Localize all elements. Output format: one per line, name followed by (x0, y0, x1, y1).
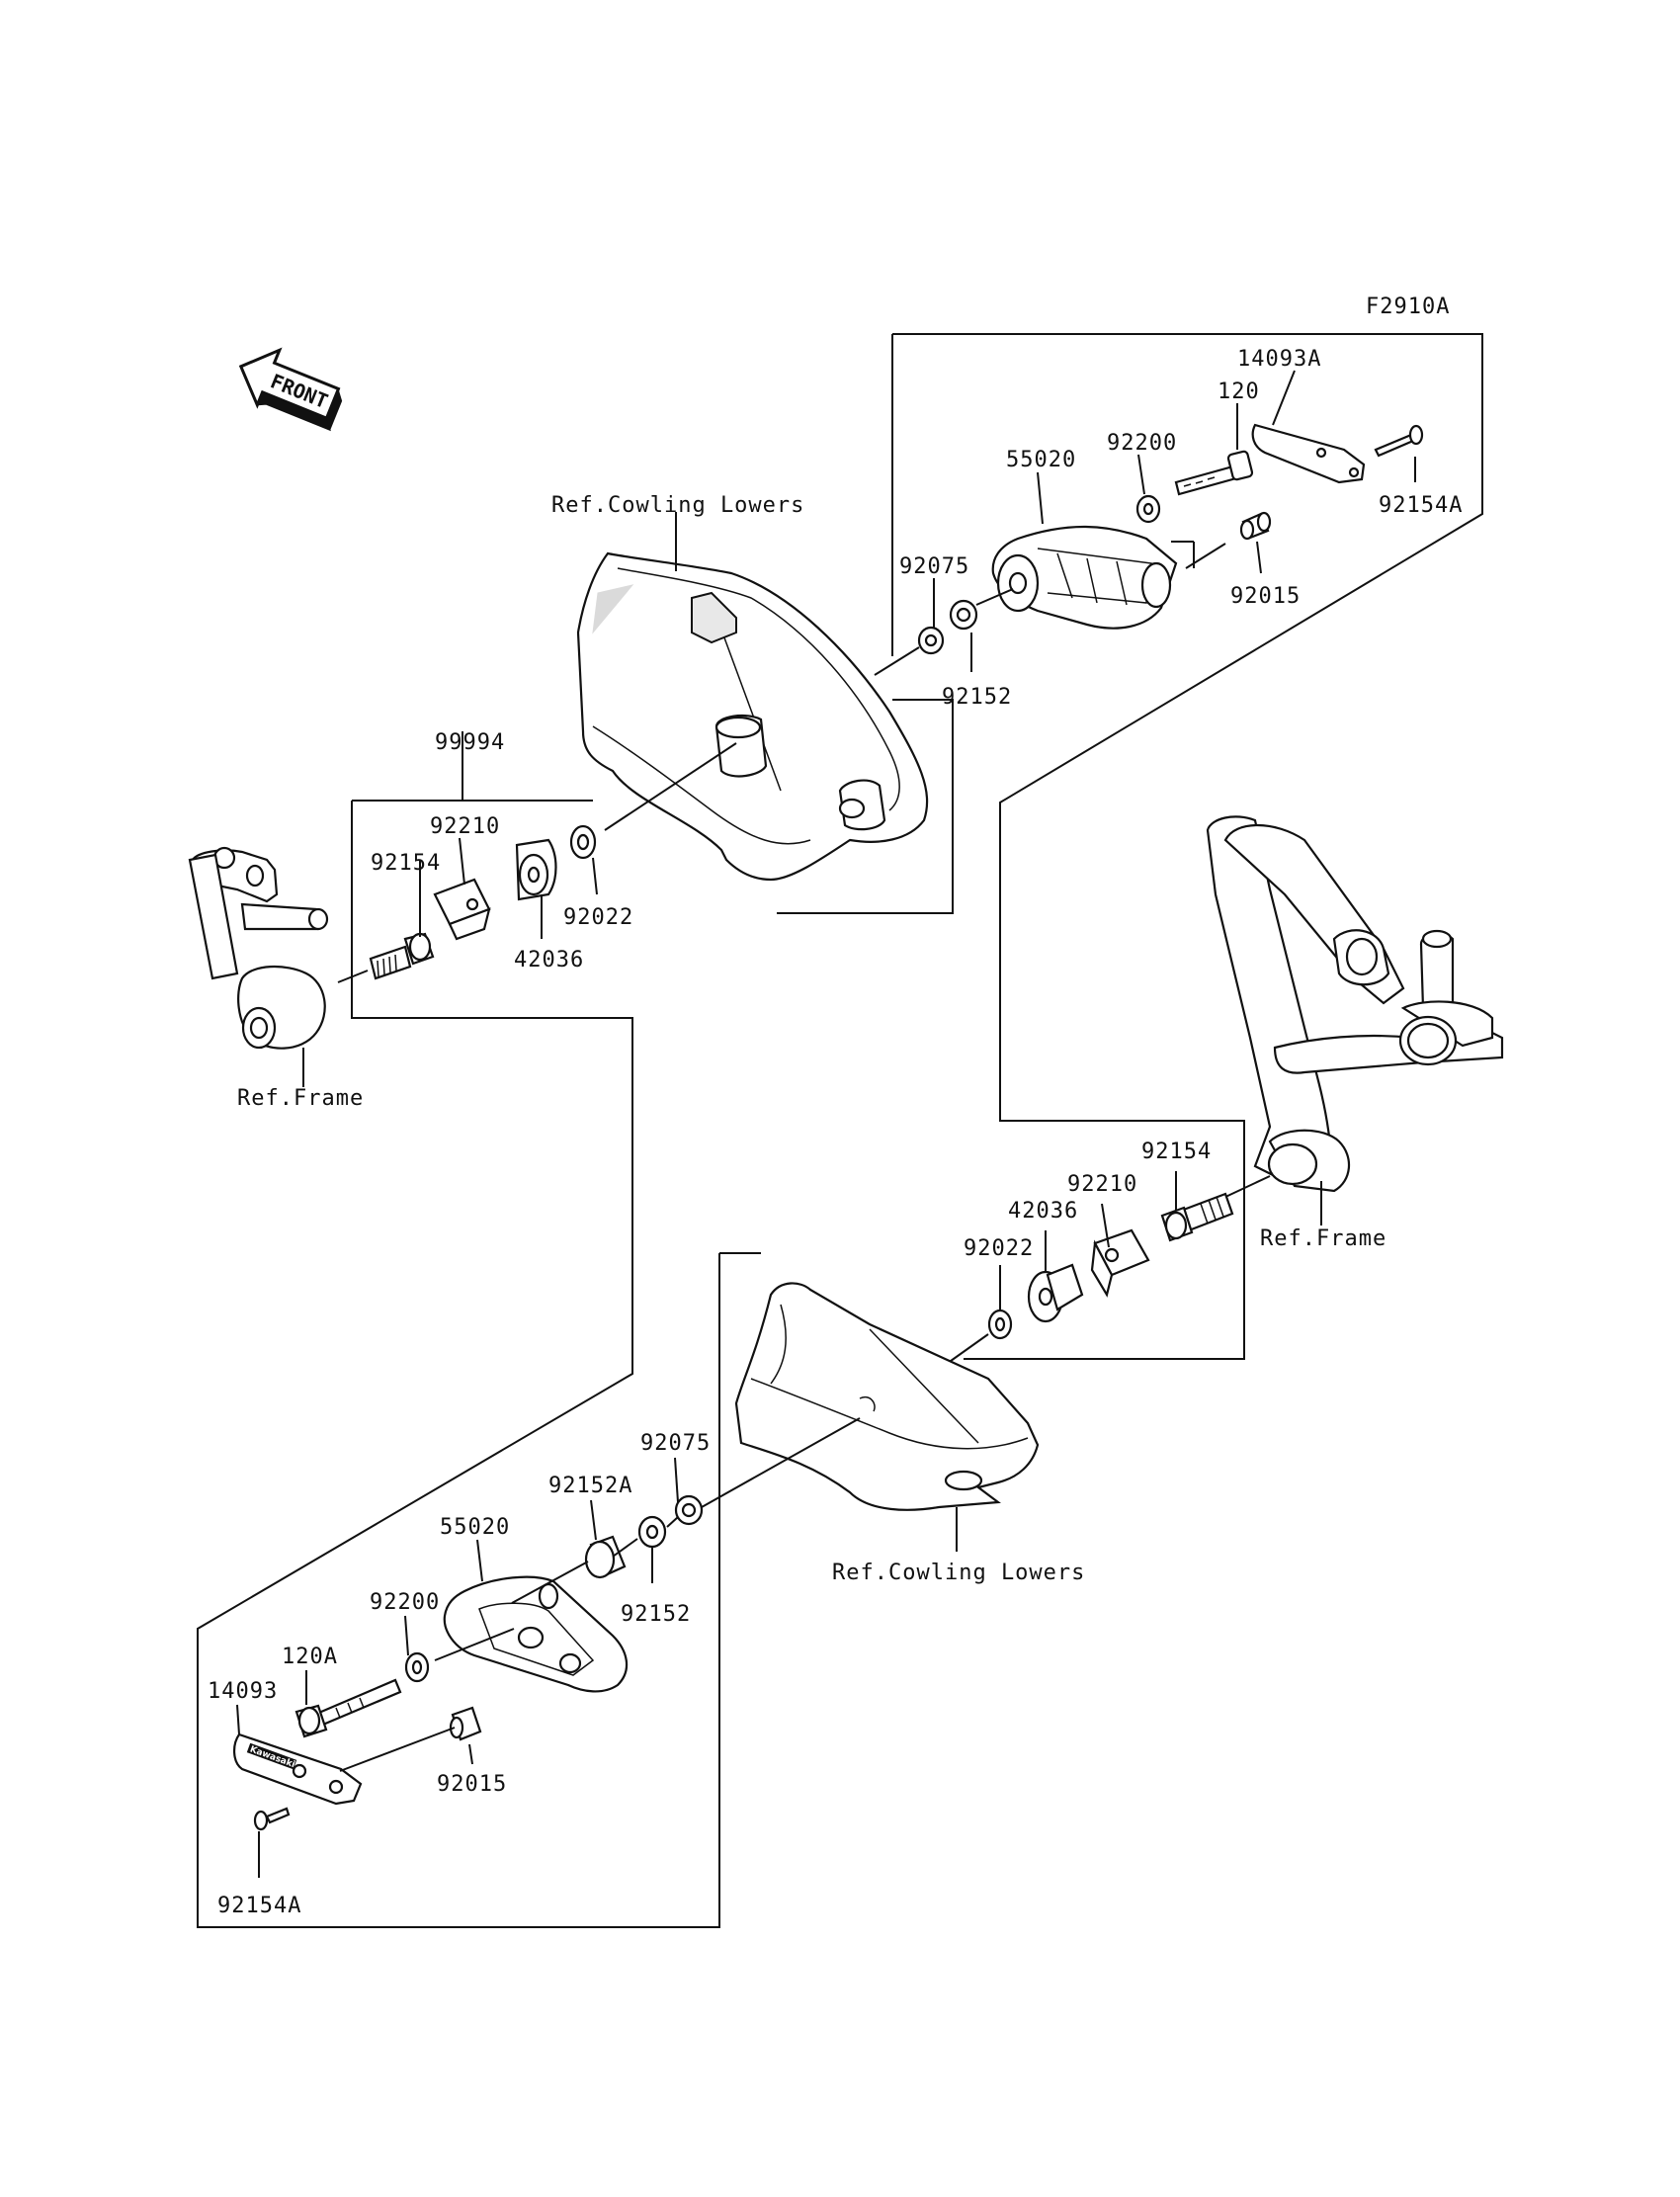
part-99994: 99994 (435, 730, 505, 755)
spacer-92152A-bottom (584, 1535, 627, 1579)
part-92015-top: 92015 (1230, 584, 1301, 609)
part-92015-bottom: 92015 (437, 1772, 507, 1797)
ref-frame-right: Ref.Frame (1260, 1226, 1386, 1251)
washer-42036-right (1027, 1263, 1084, 1323)
part-92200-bottom: 92200 (370, 1590, 440, 1615)
ref-cowling-upper: Ref.Cowling Lowers (551, 493, 804, 518)
washer-92200-bottom (404, 1651, 430, 1683)
part-92154A-top: 92154A (1379, 493, 1463, 518)
part-92210-left: 92210 (430, 814, 500, 839)
part-92210-right: 92210 (1067, 1172, 1137, 1197)
spacer-92152-top (949, 599, 978, 631)
part-42036-right: 42036 (1008, 1199, 1078, 1224)
collar-92015-top (1239, 511, 1272, 541)
ref-cowling-lower: Ref.Cowling Lowers (832, 1561, 1085, 1585)
lower-cowling (734, 1282, 1040, 1511)
part-92152-bottom: 92152 (621, 1602, 691, 1627)
bolt-92154-left (369, 932, 435, 980)
screw-92154A-bottom (253, 1807, 291, 1831)
part-55020-bottom: 55020 (440, 1515, 510, 1540)
washer-42036-left (515, 838, 557, 901)
washer-92075-bottom (674, 1494, 704, 1526)
plate-14093: Kawasaki (233, 1732, 363, 1806)
frame-right (1206, 815, 1504, 1193)
bolt-92154-right (1160, 1192, 1234, 1242)
part-14093-bottom: 14093 (208, 1679, 278, 1704)
frame-slider-top (991, 525, 1178, 630)
part-92152-top: 92152 (942, 685, 1012, 710)
part-92022-right: 92022 (964, 1236, 1034, 1261)
part-92075-bottom: 92075 (640, 1431, 711, 1456)
ref-frame-left: Ref.Frame (237, 1086, 364, 1111)
washer-92075-top (917, 626, 945, 655)
part-92022-left: 92022 (563, 905, 633, 930)
part-92200-top: 92200 (1107, 431, 1177, 456)
part-92154-left: 92154 (371, 851, 441, 876)
collar-92210-right (1090, 1228, 1150, 1298)
bolt-120A (294, 1678, 402, 1738)
group-frame-top-right (892, 333, 1483, 1360)
frame-slider-bottom (443, 1575, 629, 1693)
washer-92022-left (569, 824, 597, 860)
part-120A: 120A (282, 1645, 338, 1669)
screw-92154A-top (1374, 424, 1424, 458)
frame-left (188, 846, 329, 1050)
part-92152A-bottom: 92152A (548, 1474, 632, 1498)
plate-14093A (1251, 423, 1366, 484)
bolt-120 (1174, 450, 1254, 496)
front-arrow-icon: FRONT (238, 347, 343, 432)
collar-92210-left (433, 878, 491, 941)
part-92154-right: 92154 (1141, 1140, 1212, 1164)
washer-92200-top (1135, 494, 1161, 524)
collar-92015-bottom (449, 1706, 482, 1741)
washer-92022-right (987, 1309, 1013, 1340)
part-14093A: 14093A (1237, 347, 1321, 372)
part-92154A-bottom: 92154A (217, 1894, 301, 1918)
diagram-code: F2910A (1366, 295, 1450, 319)
part-92075-top: 92075 (899, 554, 969, 579)
part-42036-left: 42036 (514, 948, 584, 972)
part-120: 120 (1218, 380, 1260, 404)
spacer-92152-bottom (637, 1515, 667, 1549)
part-55020-top: 55020 (1006, 448, 1076, 472)
upper-cowling (576, 551, 929, 882)
